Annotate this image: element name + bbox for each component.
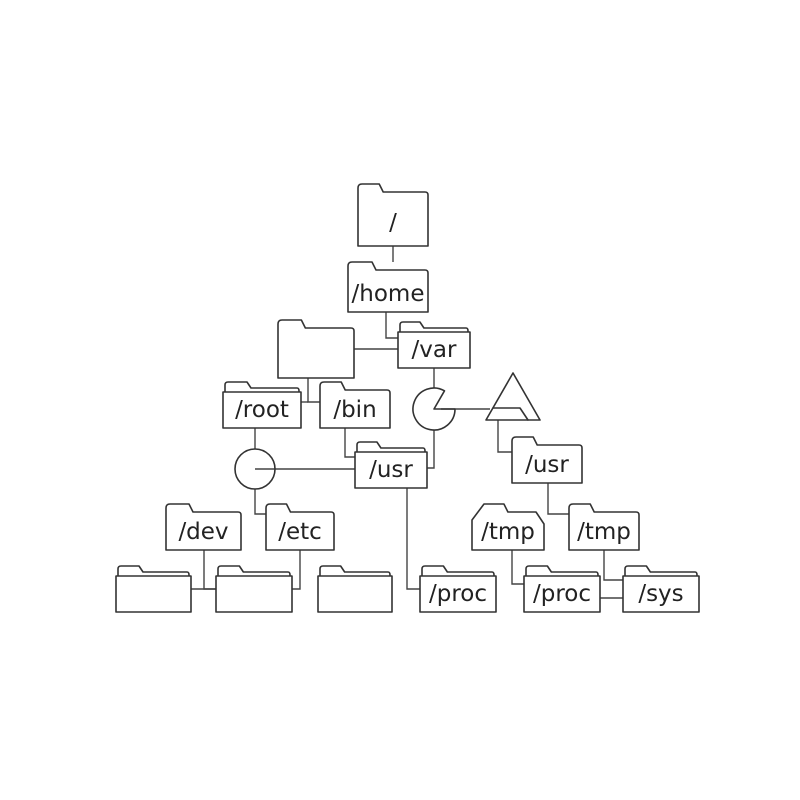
folder-label: /tmp xyxy=(577,519,631,545)
folder-nodes: / /home/var/root/bin/usr/usr/dev/etc/tmp /… xyxy=(115,183,700,613)
folder-node-sys[interactable]: /sys xyxy=(622,565,700,613)
decorative-shapes xyxy=(234,372,541,490)
folder-node-proc2[interactable]: /proc xyxy=(523,565,601,613)
folder-label: /usr xyxy=(525,452,569,478)
folder-node-bin[interactable]: /bin xyxy=(319,381,391,429)
folder-label: /proc xyxy=(533,581,591,607)
connector-line xyxy=(344,428,355,458)
folder-node-usr2[interactable]: /usr xyxy=(511,436,583,484)
connector-line xyxy=(307,378,320,403)
folder-icon xyxy=(319,381,391,429)
folder-front xyxy=(354,451,428,489)
folder-label: /home xyxy=(352,281,425,307)
triangle-icon xyxy=(485,372,541,421)
folder-front xyxy=(115,575,192,613)
folder-label: / xyxy=(389,210,397,236)
folder-front xyxy=(622,575,700,613)
folder-front xyxy=(397,331,471,369)
connector-line xyxy=(547,483,569,515)
triangle-inner-line xyxy=(492,407,529,421)
connector-line xyxy=(254,489,266,515)
connector-line xyxy=(511,550,524,585)
folder-node-tmp2[interactable]: /tmp xyxy=(568,503,640,551)
connector-line xyxy=(497,420,512,453)
connector-line xyxy=(406,488,420,590)
folder-front xyxy=(523,575,601,613)
folder-label: /bin xyxy=(333,397,376,423)
connector-line xyxy=(385,312,398,339)
connector-line xyxy=(603,550,623,581)
folder-front xyxy=(317,575,393,613)
folder-label: /proc xyxy=(429,581,487,607)
folder-label: /root xyxy=(235,397,289,423)
folder-label: /sys xyxy=(638,581,683,607)
folder-label: /dev xyxy=(178,519,228,545)
folder-node-usr1[interactable]: /usr xyxy=(354,441,428,489)
folder-label: /etc xyxy=(278,519,322,545)
pacman-icon xyxy=(412,387,456,431)
folder-node-proc1[interactable]: /proc xyxy=(419,565,497,613)
connector-line xyxy=(427,430,435,469)
circle-icon xyxy=(234,448,276,490)
folder-front xyxy=(222,391,302,429)
folder-icon xyxy=(471,503,545,551)
connector-line xyxy=(292,550,301,590)
folder-node-tmp1[interactable]: /tmp xyxy=(471,503,545,551)
folder-icon xyxy=(357,183,429,247)
folder-front xyxy=(419,575,497,613)
folder-icon xyxy=(568,503,640,551)
folder-node-blank1[interactable] xyxy=(277,319,355,379)
folder-node-blank4[interactable] xyxy=(317,565,393,613)
folder-node-var[interactable]: /var xyxy=(397,321,471,369)
folder-icon xyxy=(165,503,242,551)
folder-icon xyxy=(277,319,355,379)
folder-icon xyxy=(511,436,583,484)
folder-label: /var xyxy=(412,337,457,363)
folder-icon xyxy=(347,261,429,313)
folder-icon xyxy=(265,503,335,551)
folder-label: /usr xyxy=(369,457,413,483)
connector-lines xyxy=(191,246,623,599)
folder-node-rootdir[interactable]: /root xyxy=(222,381,302,429)
folder-node-root[interactable]: / xyxy=(357,183,429,247)
folder-node-blank2[interactable] xyxy=(115,565,192,613)
folder-node-blank3[interactable] xyxy=(215,565,293,613)
folder-node-dev[interactable]: /dev xyxy=(165,503,242,551)
folder-label: /tmp xyxy=(481,519,535,545)
folder-node-etc[interactable]: /etc xyxy=(265,503,335,551)
connector-line xyxy=(203,550,216,590)
folder-node-home[interactable]: /home xyxy=(347,261,429,313)
folder-front xyxy=(215,575,293,613)
